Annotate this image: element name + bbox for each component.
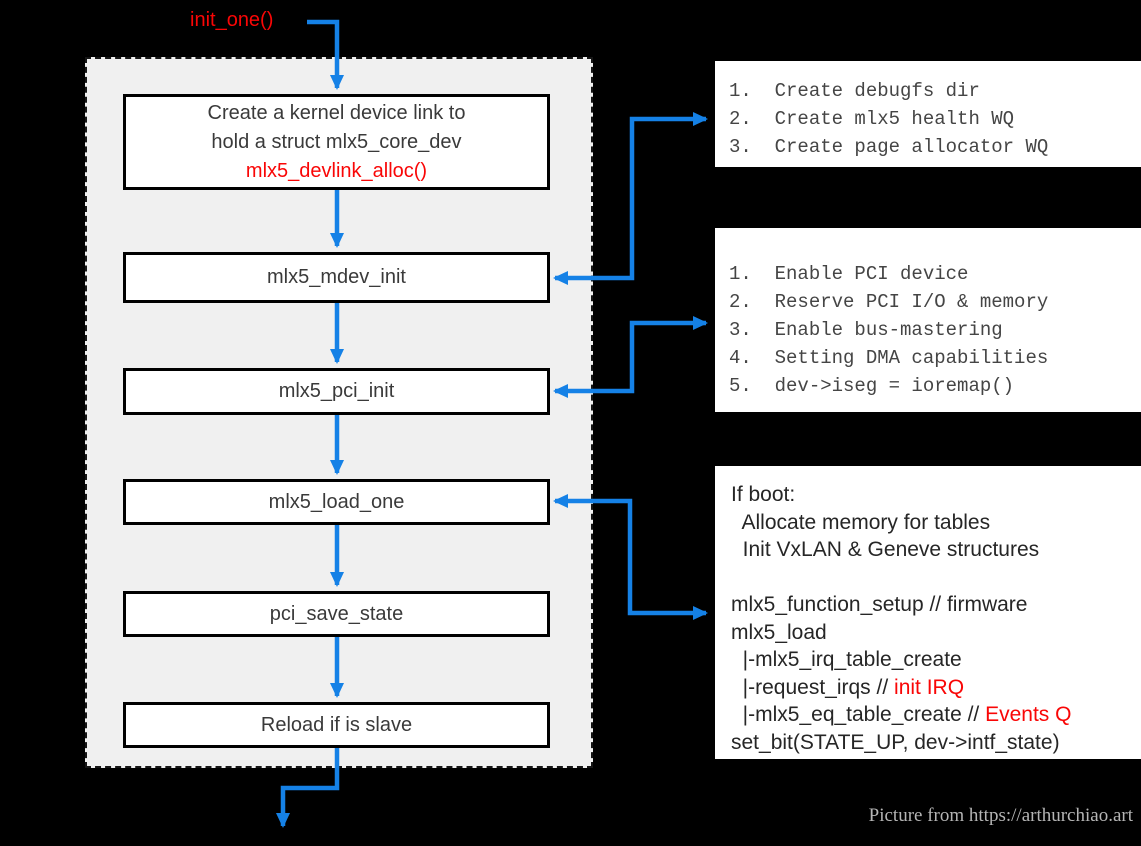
load-detail-line-7: |-mlx5_irq_table_create <box>731 648 962 671</box>
annotation-box-mdev-steps: 1. Create debugfs dir 2. Create mlx5 hea… <box>712 58 1141 170</box>
load-detail-line-8: |-request_irqs // init IRQ <box>731 674 1141 702</box>
reload-if-slave-label: Reload if is slave <box>260 713 413 736</box>
load-detail-blank-line <box>731 564 1141 592</box>
init-irq-comment: init IRQ <box>894 675 965 699</box>
request-irqs-text: |-request_irqs // <box>731 675 895 699</box>
flow-box-mdev-init: mlx5_mdev_init <box>123 252 550 303</box>
devlink-line-3: mlx5_devlink_alloc() <box>245 159 428 182</box>
mdev-step-3: 3. Create page allocator WQ <box>729 136 1049 158</box>
annotation-box-load-one-detail: If boot: Allocate memory for tables Init… <box>712 463 1141 762</box>
annotation-box-pci-steps: 1. Enable PCI device 2. Reserve PCI I/O … <box>712 225 1141 415</box>
mdev-step-1: 1. Create debugfs dir <box>729 80 980 102</box>
pci-step-5: 5. dev->iseg = ioremap() <box>729 375 1015 397</box>
flow-box-load-one: mlx5_load_one <box>123 479 550 525</box>
events-q-comment: Events Q <box>985 703 1072 726</box>
flow-box-pci-init: mlx5_pci_init <box>123 368 550 415</box>
pci-step-2: 2. Reserve PCI I/O & memory <box>729 291 1049 313</box>
devlink-line-1: Create a kernel device link to <box>207 101 466 124</box>
load-detail-line-5: mlx5_function_setup // firmware <box>731 593 1028 616</box>
eq-table-text: |-mlx5_eq_table_create // <box>731 703 986 726</box>
load-detail-line-3: Init VxLAN & Geneve structures <box>731 538 1040 561</box>
pci-step-1: 1. Enable PCI device <box>729 263 969 285</box>
mdev-init-label: mlx5_mdev_init <box>267 266 406 288</box>
mdev-step-2: 2. Create mlx5 health WQ <box>729 108 1015 130</box>
credit-text: Picture from https://arthurchiao.art <box>868 805 1133 826</box>
load-one-label: mlx5_load_one <box>268 490 405 513</box>
load-detail-line-1: If boot: <box>731 483 796 506</box>
load-detail-line-6: mlx5_load <box>731 620 827 644</box>
load-detail-line-9: |-mlx5_eq_table_create // Events Q <box>731 701 1141 729</box>
load-detail-line-2: Allocate memory for tables <box>731 510 991 534</box>
flow-box-devlink-alloc: Create a kernel device link to hold a st… <box>123 94 550 190</box>
pci-init-label: mlx5_pci_init <box>278 380 395 402</box>
pci-save-state-label: pci_save_state <box>269 602 404 625</box>
pci-step-4: 4. Setting DMA capabilities <box>729 347 1049 369</box>
pci-step-3: 3. Enable bus-mastering <box>729 319 1003 341</box>
devlink-line-2: hold a struct mlx5_core_dev <box>211 130 462 153</box>
flow-box-reload-if-slave: Reload if is slave <box>123 702 550 748</box>
entry-function-label: init_one() <box>190 9 274 31</box>
load-detail-line-10: set_bit(STATE_UP, dev->intf_state) <box>731 730 1060 754</box>
flow-box-pci-save-state: pci_save_state <box>123 591 550 637</box>
